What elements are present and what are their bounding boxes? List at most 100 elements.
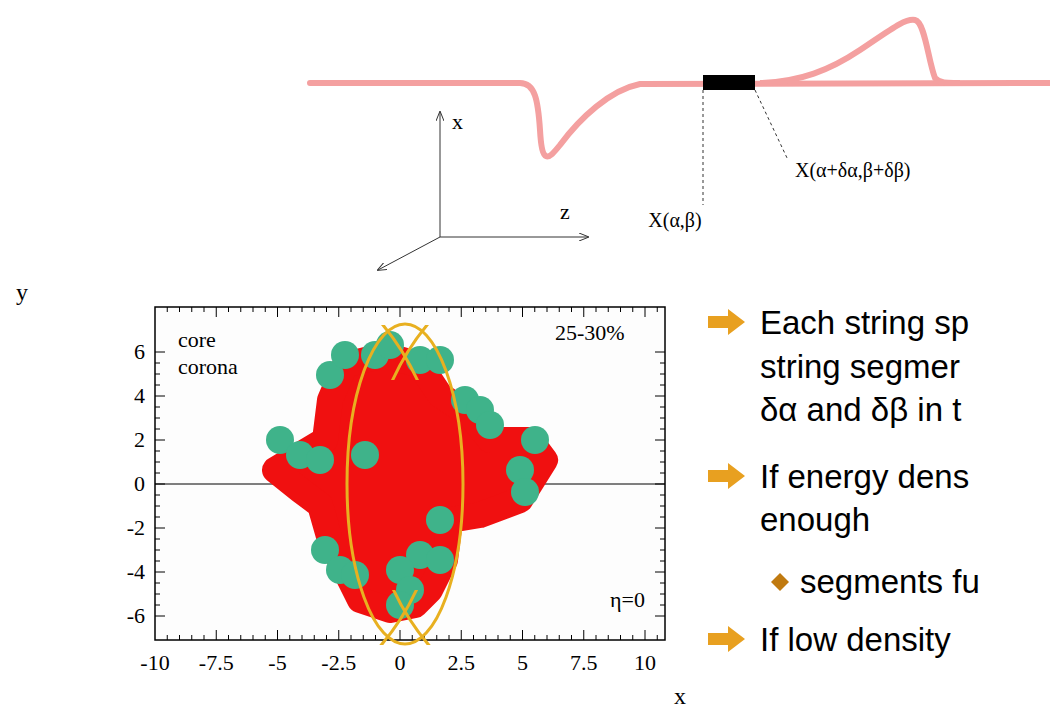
- tick-mark: [660, 517, 665, 518]
- tick-mark: [657, 635, 658, 640]
- tick-mark: [461, 630, 462, 640]
- tick-mark: [655, 528, 665, 529]
- tick-mark: [655, 352, 665, 353]
- tick-label: -10: [140, 651, 169, 675]
- tick-mark: [155, 517, 160, 518]
- tick-mark: [510, 635, 511, 640]
- corona-segment: [476, 411, 504, 439]
- tick-mark: [326, 635, 327, 640]
- tick-mark: [436, 635, 437, 640]
- tick-mark: [571, 307, 572, 312]
- tick-mark: [596, 307, 597, 312]
- tick-label: -5: [268, 651, 286, 675]
- tick-mark: [155, 539, 160, 540]
- tick-mark: [216, 630, 217, 640]
- tick-mark: [351, 307, 352, 312]
- string-segment: [703, 75, 755, 90]
- tick-label: 2.5: [448, 651, 476, 675]
- axis-label: z: [560, 200, 570, 224]
- tick-mark: [302, 635, 303, 640]
- tick-mark: [449, 307, 450, 312]
- legend-text: corona: [178, 355, 238, 379]
- string-curve: [760, 20, 960, 83]
- corona-segment: [331, 341, 359, 369]
- corona-segment: [426, 346, 454, 374]
- tick-mark: [167, 307, 168, 312]
- tick-mark: [660, 473, 665, 474]
- corona-segment: [306, 446, 334, 474]
- tick-mark: [424, 307, 425, 312]
- coordinate-label: X(α,β): [648, 209, 701, 231]
- tick-label: -4: [127, 560, 145, 584]
- tick-mark: [660, 561, 665, 562]
- legend-text: core: [178, 328, 216, 352]
- bullet-arrow: [708, 463, 745, 489]
- tick-mark: [473, 307, 474, 312]
- tick-mark: [655, 572, 665, 573]
- tick-label: -6: [127, 604, 145, 628]
- tick-mark: [498, 307, 499, 312]
- string-curve: [310, 83, 1050, 156]
- tick-mark: [522, 307, 523, 317]
- tick-mark: [660, 462, 665, 463]
- tick-mark: [660, 385, 665, 386]
- axis-label: x: [452, 110, 463, 134]
- tick-mark: [660, 594, 665, 595]
- bullet-text: segments fu: [800, 564, 980, 600]
- tick-mark: [461, 307, 462, 317]
- tick-mark: [155, 363, 160, 364]
- tick-mark: [559, 307, 560, 312]
- tick-label: -2.5: [321, 651, 356, 675]
- tick-mark: [510, 307, 511, 312]
- tick-mark: [660, 374, 665, 375]
- bullet-text: enough: [760, 502, 870, 538]
- tick-mark: [449, 635, 450, 640]
- tick-mark: [498, 635, 499, 640]
- tick-mark: [655, 396, 665, 397]
- tick-mark: [620, 307, 621, 312]
- tick-mark: [660, 363, 665, 364]
- tick-mark: [485, 635, 486, 640]
- tick-mark: [265, 635, 266, 640]
- tick-mark: [155, 572, 165, 573]
- tick-mark: [363, 307, 364, 312]
- rapidity-label: η=0: [610, 588, 645, 612]
- tick-label: 6: [134, 340, 145, 364]
- tick-mark: [660, 407, 665, 408]
- tick-mark: [660, 506, 665, 507]
- tick-mark: [547, 307, 548, 312]
- tick-mark: [583, 630, 584, 640]
- tick-mark: [522, 630, 523, 640]
- bullet-text: If energy dens: [760, 459, 969, 495]
- tick-mark: [660, 495, 665, 496]
- bullet-text: Each string sp: [760, 305, 969, 341]
- tick-mark: [155, 561, 160, 562]
- corona-segment: [521, 426, 549, 454]
- tick-mark: [655, 616, 665, 617]
- tick-mark: [155, 462, 160, 463]
- tick-mark: [645, 630, 646, 640]
- tick-mark: [167, 635, 168, 640]
- tick-mark: [155, 528, 165, 529]
- tick-mark: [660, 583, 665, 584]
- tick-mark: [216, 307, 217, 317]
- tick-mark: [485, 307, 486, 312]
- axis-label: y: [16, 279, 28, 305]
- nucleus-arc: [0, 234, 440, 710]
- bullet-text: δα and δβ in t: [760, 392, 961, 428]
- tick-mark: [608, 635, 609, 640]
- tick-label: 10: [634, 651, 656, 675]
- tick-mark: [338, 307, 339, 317]
- bullet-text: If low density: [760, 622, 951, 658]
- tick-mark: [534, 635, 535, 640]
- tick-mark: [660, 418, 665, 419]
- tick-mark: [228, 635, 229, 640]
- tick-mark: [375, 307, 376, 312]
- tick-mark: [228, 307, 229, 312]
- tick-mark: [289, 635, 290, 640]
- tick-mark: [387, 307, 388, 312]
- tick-mark: [179, 635, 180, 640]
- tick-mark: [473, 635, 474, 640]
- tick-mark: [645, 307, 646, 317]
